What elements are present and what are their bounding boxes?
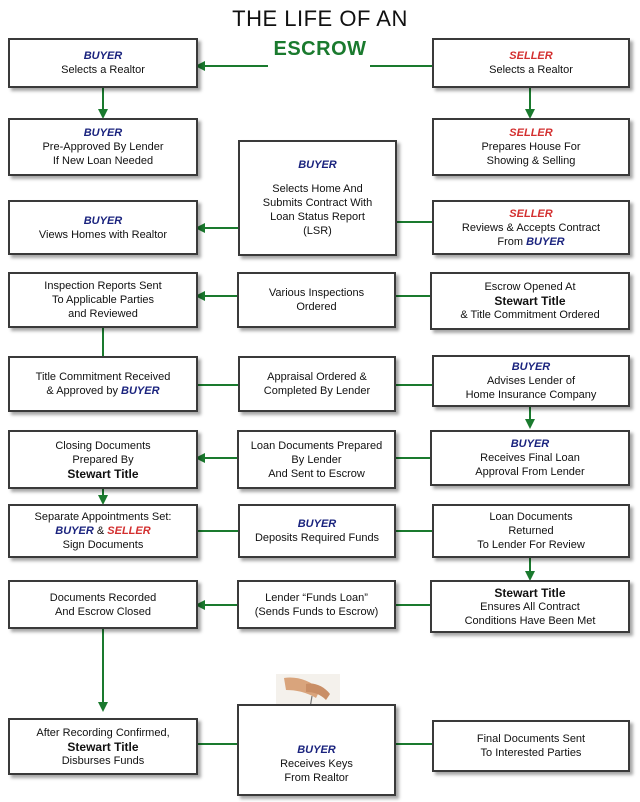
box-text: Selects Home And — [272, 183, 363, 195]
box-text: Final Documents Sent — [476, 733, 586, 745]
after-recording-box: After Recording Confirmed, Stewart Title… — [8, 718, 198, 775]
final-documents-box: Final Documents Sent To Interested Parti… — [432, 720, 630, 772]
buyer-views-homes-box: BUYER Views Homes with Realtor — [8, 200, 198, 255]
page-title-line2: ESCROW — [273, 38, 367, 60]
closing-documents-box: Closing Documents Prepared By Stewart Ti… — [8, 430, 198, 489]
box-text: Reviews & Accepts Contract — [461, 221, 601, 234]
box-text: Disburses Funds — [61, 754, 145, 767]
buyer-preapproved-box: BUYER Pre-Approved By Lender If New Loan… — [8, 118, 198, 176]
ampersand: & — [96, 525, 105, 537]
box-text: And Escrow Closed — [55, 605, 151, 618]
box-text: Appraisal Ordered & — [267, 371, 367, 383]
box-text: (LSR) — [303, 225, 332, 237]
box-text: Submits Contract With — [262, 197, 373, 209]
receives-keys-box: BUYER Receives Keys From Realtor — [237, 704, 396, 796]
documents-recorded-box: Documents Recorded And Escrow Closed — [8, 580, 198, 629]
buyer-label: BUYER — [83, 214, 123, 227]
box-text: Loan Documents — [489, 511, 573, 523]
box-text: and Reviewed — [68, 308, 138, 320]
box-text: Sign Documents — [62, 539, 144, 551]
seller-reviews-contract-box: SELLER Reviews & Accepts Contract From B… — [432, 200, 630, 255]
buyer-label: BUYER — [55, 525, 94, 537]
box-text: Inspection Reports Sent — [44, 280, 162, 292]
box-text: Approval From Lender — [475, 466, 585, 478]
box-text: To Applicable Parties — [51, 294, 155, 306]
box-text: Completed By Lender — [263, 385, 371, 397]
seller-label: SELLER — [509, 207, 553, 220]
escrow-opened-box: Escrow Opened At Stewart Title & Title C… — [430, 272, 630, 330]
loan-documents-returned-box: Loan Documents Returned To Lender For Re… — [432, 504, 630, 558]
box-text: Home Insurance Company — [465, 389, 597, 401]
box-text: Views Homes with Realtor — [38, 228, 168, 241]
seller-label: SELLER — [509, 127, 553, 139]
lender-funds-loan-box: Lender “Funds Loan” (Sends Funds to Escr… — [237, 580, 396, 629]
box-text: Ensures All Contract — [480, 600, 580, 613]
box-text: Lender “Funds Loan” — [265, 591, 368, 604]
inspection-reports-box: Inspection Reports Sent To Applicable Pa… — [8, 272, 198, 328]
box-text: From Realtor — [284, 772, 349, 784]
box-text: Returned — [508, 525, 554, 537]
stewart-title-label: Stewart Title — [67, 466, 139, 481]
box-text: Receives Keys — [280, 758, 353, 770]
separate-appointments-box: Separate Appointments Set: BUYER & SELLE… — [8, 504, 198, 558]
buyer-label: BUYER — [526, 235, 565, 248]
buyer-label: BUYER — [298, 159, 337, 171]
box-text: Pre-Approved By Lender — [42, 141, 164, 153]
loan-documents-prepared-box: Loan Documents Prepared By Lender And Se… — [237, 430, 396, 489]
box-text: Loan Documents Prepared — [250, 439, 383, 452]
box-text: & Approved by — [46, 385, 118, 397]
box-text: If New Loan Needed — [52, 155, 154, 167]
box-text: Selects a Realtor — [489, 64, 573, 76]
seller-label: SELLER — [107, 525, 151, 537]
box-text: To Interested Parties — [480, 747, 582, 759]
buyer-label: BUYER — [83, 50, 123, 62]
box-text: By Lender — [291, 453, 342, 466]
box-text: Loan Status Report — [270, 211, 365, 223]
box-text: After Recording Confirmed, — [36, 726, 170, 739]
title-commitment-box: Title Commitment Received & Approved by … — [8, 356, 198, 412]
buyer-label: BUYER — [510, 438, 550, 450]
box-text: Closing Documents — [55, 439, 151, 452]
box-text: Deposits Required Funds — [254, 532, 380, 544]
box-text: Title Commitment Received — [35, 371, 171, 383]
buyer-label: BUYER — [121, 385, 160, 397]
box-text: Prepares House For — [481, 141, 581, 153]
box-text: To Lender For Review — [477, 539, 585, 551]
box-text: Receives Final Loan — [480, 452, 580, 464]
box-text: & Title Commitment Ordered — [460, 309, 600, 321]
box-text: And Sent to Escrow — [268, 467, 365, 480]
appraisal-box: Appraisal Ordered & Completed By Lender — [238, 356, 396, 412]
deposits-funds-box: BUYER Deposits Required Funds — [238, 504, 396, 558]
box-text: Separate Appointments Set: — [34, 511, 172, 523]
box-text: Various Inspections — [268, 287, 365, 299]
box-text: Advises Lender of — [486, 375, 576, 387]
buyer-label: BUYER — [511, 361, 551, 373]
buyer-label: BUYER — [297, 518, 337, 530]
stewart-title-label: Stewart Title — [494, 585, 566, 600]
seller-prepares-house-box: SELLER Prepares House For Showing & Sell… — [432, 118, 630, 176]
box-text: Documents Recorded — [49, 591, 157, 604]
seller-selects-realtor-box: SELLER Selects a Realtor — [432, 38, 630, 88]
stewart-title-label: Stewart Title — [67, 739, 139, 754]
various-inspections-box: Various Inspections Ordered — [237, 272, 396, 328]
box-text: Selects a Realtor — [61, 64, 145, 76]
box-text: Showing & Selling — [486, 155, 576, 167]
seller-label: SELLER — [509, 50, 553, 62]
box-text: Escrow Opened At — [484, 281, 576, 293]
box-text: Conditions Have Been Met — [464, 614, 596, 627]
page-title-line1: THE LIFE OF AN — [232, 6, 408, 31]
advises-lender-box: BUYER Advises Lender of Home Insurance C… — [432, 355, 630, 407]
box-text: Prepared By — [72, 453, 134, 466]
buyer-selects-realtor-box: BUYER Selects a Realtor — [8, 38, 198, 88]
box-text: Ordered — [296, 301, 337, 313]
final-loan-approval-box: BUYER Receives Final Loan Approval From … — [430, 430, 630, 486]
ensures-conditions-box: Stewart Title Ensures All Contract Condi… — [430, 580, 630, 633]
box-text: (Sends Funds to Escrow) — [254, 605, 379, 618]
buyer-label: BUYER — [83, 127, 123, 139]
stewart-title-label: Stewart Title — [494, 294, 566, 308]
buyer-selects-home-box: BUYER Selects Home And Submits Contract … — [238, 140, 397, 256]
box-text: From — [497, 235, 524, 248]
buyer-label: BUYER — [297, 744, 336, 756]
